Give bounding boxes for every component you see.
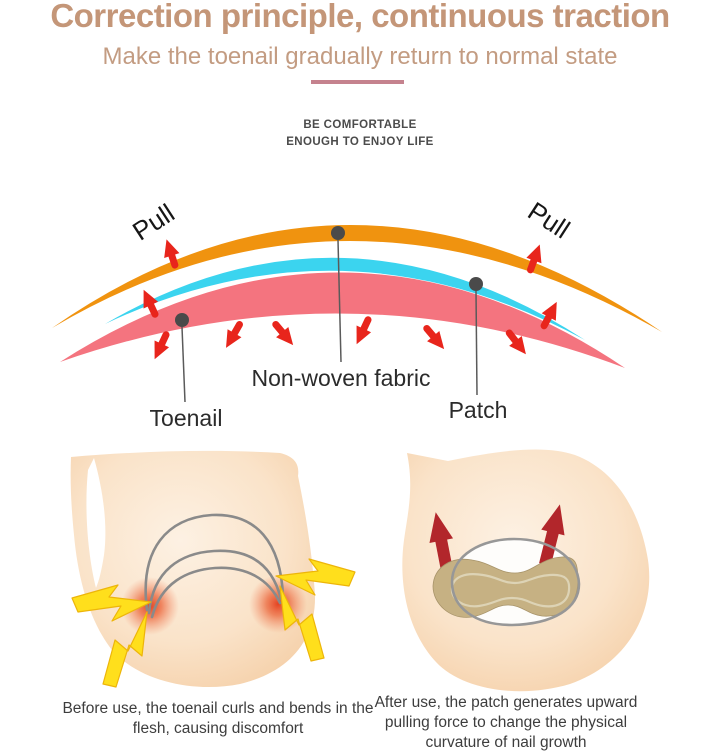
nail-outline — [450, 537, 581, 627]
tagline-line-1: BE COMFORTABLE — [303, 119, 417, 131]
fabric-arc — [52, 224, 662, 332]
patch-inner-outline — [450, 573, 571, 608]
toenail-arc — [60, 272, 625, 368]
lightning-icon — [275, 558, 356, 596]
pain-lightning-left — [71, 584, 152, 688]
toenail-label: Toenail — [149, 405, 223, 431]
down-arrow-4-icon — [349, 316, 375, 347]
before-caption: Before use, the toenail curls and bends … — [62, 700, 374, 737]
down-arrow-2-icon — [219, 321, 246, 352]
after-caption: After use, the patch generates upward pu… — [374, 694, 638, 751]
lightning-icon — [102, 611, 148, 688]
patch-arc — [105, 257, 585, 340]
divider-line — [311, 80, 404, 84]
before-toe-illustration — [70, 450, 356, 688]
toenail-callout-dot — [175, 313, 189, 327]
fabric-callout-dot — [331, 226, 345, 240]
curled-nail-outline — [144, 513, 285, 612]
traction-diagram — [52, 224, 662, 403]
down-arrow-1-icon — [147, 331, 173, 362]
tagline: BE COMFORTABLE ENOUGH TO ENJOY LIFE — [0, 117, 720, 151]
down-arrow-5-icon — [421, 323, 451, 354]
tagline-line-2: ENOUGH TO ENJOY LIFE — [286, 136, 434, 148]
patch-leader-line — [475, 290, 478, 396]
patch-label: Patch — [448, 397, 508, 423]
fabric-leader-line — [337, 239, 342, 363]
pain-lightning-right — [275, 558, 356, 662]
skin-fold-notch — [86, 458, 106, 588]
after-toe-illustration — [402, 449, 650, 692]
page-title: Correction principle, continuous tractio… — [50, 0, 670, 34]
lightning-icon — [279, 585, 325, 662]
curled-nail-mid-line — [147, 549, 283, 615]
toenail-leader-line — [181, 326, 186, 403]
curled-nail-inner-line — [150, 566, 282, 619]
patch-callout-dot — [469, 277, 483, 291]
lightning-icon — [71, 584, 152, 622]
down-arrow-3-icon — [270, 319, 300, 350]
non-woven-fabric-label: Non-woven fabric — [251, 365, 431, 391]
page-subtitle: Make the toenail gradually return to nor… — [102, 43, 618, 70]
